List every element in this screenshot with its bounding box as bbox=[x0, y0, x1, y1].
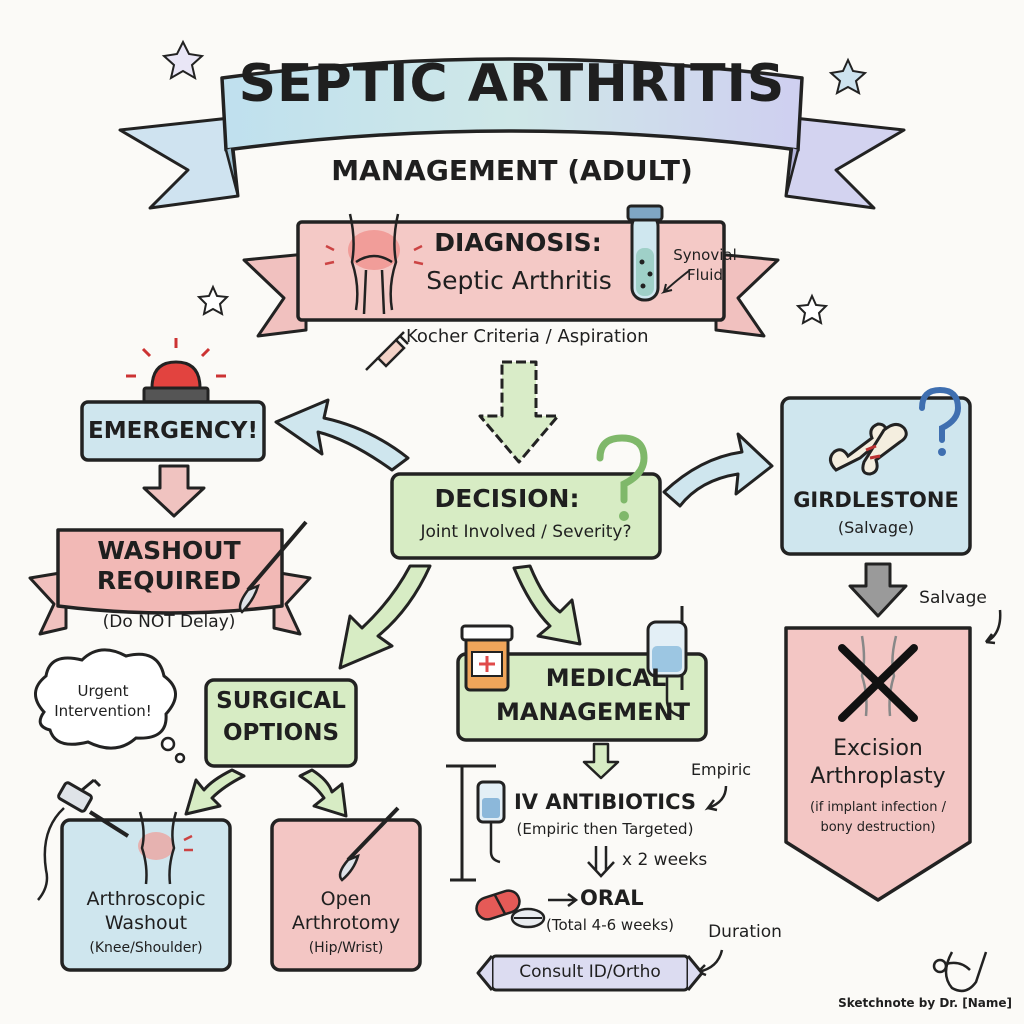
page-title: SEPTIC ARTHRITIS bbox=[222, 54, 802, 114]
emergency-label: EMERGENCY! bbox=[82, 418, 264, 444]
excision-title-1: Excision bbox=[786, 736, 970, 761]
arrow-to-girdlestone bbox=[664, 434, 772, 506]
arrow-to-open bbox=[300, 770, 346, 816]
cloud-text-1: Urgent bbox=[40, 682, 166, 700]
down-arrow-girdlestone-to-excision bbox=[850, 564, 906, 616]
decision-title: DECISION: bbox=[392, 484, 622, 513]
kocher-criteria: Kocher Criteria / Aspiration bbox=[406, 326, 670, 347]
arrow-to-surgical bbox=[340, 566, 430, 668]
empiric-arrow bbox=[708, 786, 726, 810]
girdlestone-note: (Salvage) bbox=[782, 518, 970, 537]
arrow-to-emergency bbox=[276, 400, 408, 470]
cloud-text-2: Intervention! bbox=[40, 702, 166, 720]
fluid-label: Fluid bbox=[660, 266, 750, 284]
arrow-to-medical bbox=[514, 566, 580, 644]
excision-title-2: Arthroplasty bbox=[786, 764, 970, 789]
salvage-arrow bbox=[986, 610, 1000, 643]
down-arrow-medical-to-iv bbox=[584, 744, 618, 778]
iv-duration: x 2 weeks bbox=[622, 850, 732, 870]
down-arrow-emergency-to-washout bbox=[144, 466, 204, 516]
iv-antibiotics-note: (Empiric then Targeted) bbox=[498, 820, 712, 838]
arthroscopic-title-1: Arthroscopic bbox=[62, 888, 230, 910]
arrow-to-arthroscopic bbox=[186, 770, 244, 814]
siren-icon bbox=[126, 338, 226, 402]
arthroscopic-note: (Knee/Shoulder) bbox=[62, 940, 230, 956]
iv-stand-icon bbox=[446, 766, 504, 880]
double-down-arrow bbox=[588, 846, 614, 876]
medical-title-1: MEDICAL bbox=[506, 664, 706, 692]
signature: Sketchnote by Dr. [Name] bbox=[818, 996, 1012, 1010]
duration-label: Duration bbox=[700, 922, 790, 942]
girdlestone-title: GIRDLESTONE bbox=[782, 488, 970, 512]
oral-note: (Total 4-6 weeks) bbox=[530, 916, 690, 934]
decision-question: Joint Involved / Severity? bbox=[392, 522, 660, 542]
excision-note-2: bony destruction) bbox=[786, 820, 970, 835]
pill-bottle-icon bbox=[462, 626, 512, 690]
arrow-to-oral bbox=[548, 894, 576, 906]
down-arrow-diagnosis-to-decision bbox=[480, 362, 558, 462]
iv-antibiotics-title: IV ANTIBIOTICS bbox=[500, 790, 710, 814]
open-title-1: Open bbox=[272, 888, 420, 910]
open-title-2: Arthrotomy bbox=[272, 912, 420, 934]
empiric-label: Empiric bbox=[676, 760, 766, 779]
syringe-icon bbox=[366, 332, 408, 370]
diagnosis-name: Septic Arthritis bbox=[406, 266, 632, 295]
stethoscope-icon bbox=[934, 952, 986, 991]
washout-label-2: REQUIRED bbox=[64, 566, 274, 595]
washout-note: (Do NOT Delay) bbox=[64, 612, 274, 632]
medical-title-2: MANAGEMENT bbox=[480, 698, 706, 726]
open-note: (Hip/Wrist) bbox=[272, 940, 420, 956]
washout-label-1: WASHOUT bbox=[64, 536, 274, 565]
salvage-label: Salvage bbox=[912, 588, 994, 608]
surgical-title-2: OPTIONS bbox=[206, 720, 356, 746]
arthroscopic-title-2: Washout bbox=[62, 912, 230, 934]
page-subtitle: MANAGEMENT (ADULT) bbox=[312, 154, 712, 187]
synovial-label: Synovial bbox=[660, 246, 750, 264]
consult-label: Consult ID/Ortho bbox=[492, 962, 688, 982]
excision-note-1: (if implant infection / bbox=[786, 800, 970, 815]
surgical-title-1: SURGICAL bbox=[206, 688, 356, 714]
diagnosis-title: DIAGNOSIS: bbox=[408, 228, 628, 257]
oral-title: ORAL bbox=[580, 886, 660, 910]
